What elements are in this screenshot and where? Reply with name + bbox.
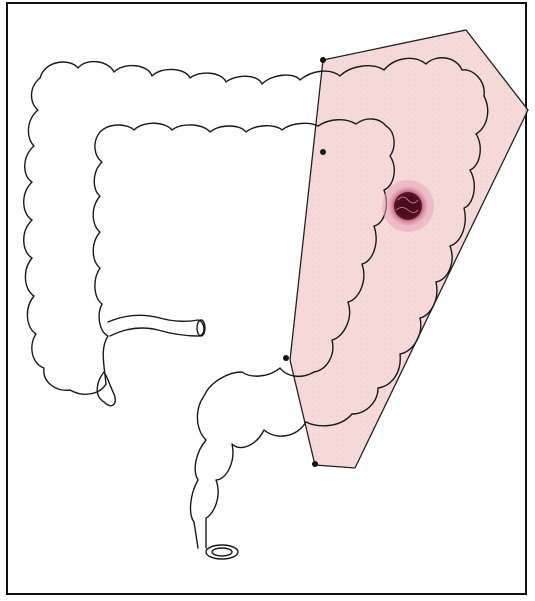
tumor-lesion: [382, 180, 434, 232]
resection-zone: [290, 30, 528, 468]
